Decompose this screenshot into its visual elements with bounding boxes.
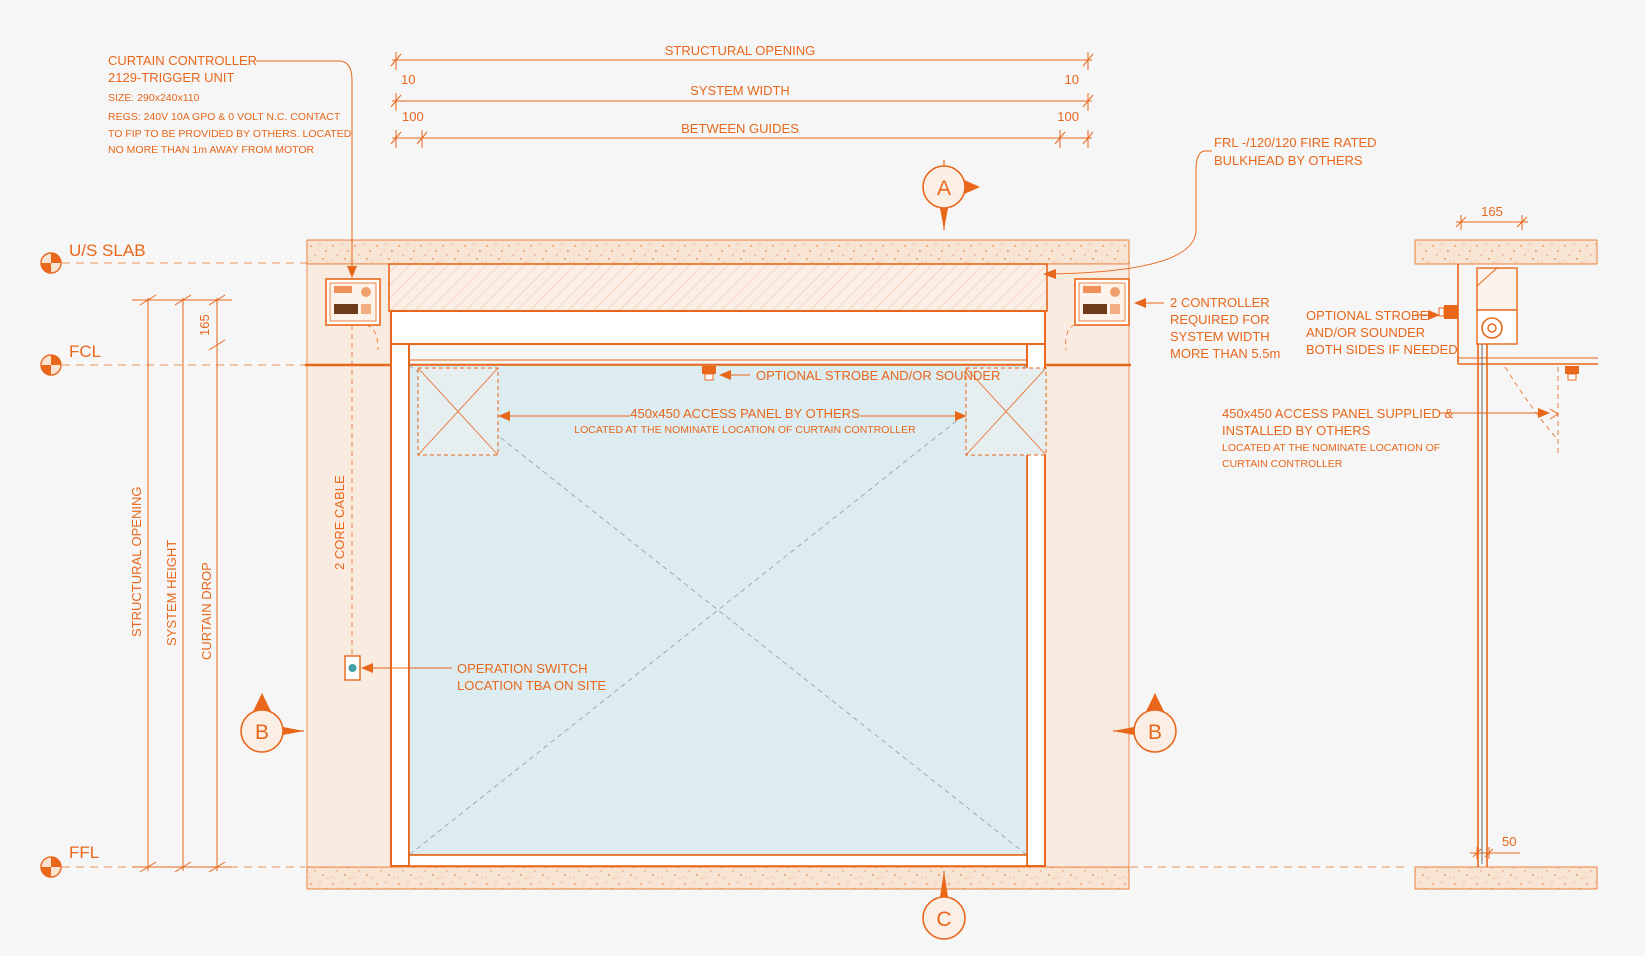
controller-leader	[256, 60, 353, 274]
switch-note-2: LOCATION TBA ON SITE	[457, 678, 606, 693]
section-floor-slab	[1414, 866, 1598, 890]
strobe-side-note-1: OPTIONAL STROBE	[1306, 308, 1429, 323]
access-side-note-4: CURTAIN CONTROLLER	[1222, 458, 1343, 470]
controller-cable-right	[1065, 324, 1076, 351]
cable-label: 2 CORE CABLE	[332, 475, 347, 570]
section-strobe-icon	[1438, 305, 1458, 319]
two-controller-note-3: SYSTEM WIDTH	[1170, 329, 1270, 344]
section-access-panel-swing	[1504, 366, 1559, 456]
access-side-note-3: LOCATED AT THE NOMINATE LOCATION OF	[1222, 442, 1440, 454]
curtain-controller-right	[1074, 278, 1130, 326]
section-marker-a-label: A	[937, 177, 951, 200]
ffl-level-label: FFL	[69, 843, 99, 862]
between-guides-dimension	[390, 130, 1094, 148]
system-width-right-value: 100	[1057, 109, 1079, 124]
bottom-bar	[408, 854, 1028, 867]
vertical-dimensions	[132, 294, 232, 873]
strobe-side-note-3: BOTH SIDES IF NEEDED	[1306, 342, 1458, 357]
ffl-level-symbol	[40, 856, 62, 878]
strobe-side-note-2: AND/OR SOUNDER	[1306, 325, 1425, 340]
section-165-dimension	[1455, 215, 1528, 230]
switch-note-1: OPERATION SWITCH	[457, 661, 587, 676]
controller-size: SIZE: 290x240x110	[108, 92, 200, 104]
strobe-front-note: OPTIONAL STROBE AND/OR SOUNDER	[756, 368, 1000, 383]
operation-switch-icon	[344, 655, 361, 681]
slab-level-label: U/S SLAB	[69, 241, 146, 260]
section-top-slab	[1414, 239, 1598, 265]
head-165-dimension-label: 165	[197, 314, 212, 336]
section-50-dimension	[1470, 847, 1520, 859]
controller-cable-left	[365, 324, 379, 351]
section-marker-c	[922, 871, 966, 940]
section-headbox	[1457, 264, 1598, 365]
two-controller-note-1: 2 CONTROLLER	[1170, 295, 1270, 310]
section-marker-b-right	[1113, 693, 1177, 753]
two-controller-note-2: REQUIRED FOR	[1170, 312, 1270, 327]
controller-title-2: 2129-TRIGGER UNIT	[108, 70, 234, 85]
structural-opening-label: STRUCTURAL OPENING	[665, 43, 815, 58]
controller-regs-1: REGS: 240V 10A GPO & 0 VOLT N.C. CONTACT	[108, 111, 341, 123]
between-guides-label: BETWEEN GUIDES	[681, 121, 799, 136]
section-165-label: 165	[1481, 204, 1503, 219]
controller-title-1: CURTAIN CONTROLLER	[108, 53, 257, 68]
left-wall	[306, 263, 392, 868]
access-side-note-2: INSTALLED BY OTHERS	[1222, 423, 1371, 438]
fire-rated-bulkhead	[388, 263, 1048, 312]
system-width-dimension	[390, 93, 1094, 111]
curtain-headbox	[390, 310, 1046, 345]
access-panel-front-note-1: 450x450 ACCESS PANEL BY OTHERS	[630, 406, 860, 421]
system-width-label: SYSTEM WIDTH	[690, 83, 790, 98]
section-marker-b-left-label: B	[255, 721, 269, 744]
access-panel-right	[965, 367, 1047, 456]
section-marker-b-right-label: B	[1148, 721, 1162, 744]
bulkhead-note-1: FRL -/120/120 FIRE RATED	[1214, 135, 1377, 150]
section-curtain-rail	[1477, 344, 1488, 867]
slab-level-symbol	[40, 252, 62, 274]
fcl-level-symbol	[40, 354, 62, 376]
access-panel-left	[417, 367, 499, 456]
access-panel-front-note-2: LOCATED AT THE NOMINATE LOCATION OF CURT…	[574, 424, 916, 436]
right-wall	[1044, 263, 1130, 868]
top-slab	[306, 239, 1130, 265]
section-strobe-icon-right	[1565, 366, 1579, 381]
left-guide-rail	[390, 343, 410, 867]
v-system-height-label: SYSTEM HEIGHT	[164, 540, 179, 646]
two-controller-note-4: MORE THAN 5.5m	[1170, 346, 1280, 361]
access-side-note-1: 450x450 ACCESS PANEL SUPPLIED &	[1222, 406, 1454, 421]
controller-regs-2: TO FIP TO BE PROVIDED BY OTHERS. LOCATED	[108, 128, 352, 140]
controller-regs-3: NO MORE THAN 1m AWAY FROM MOTOR	[108, 144, 315, 156]
bulkhead-leader	[1047, 150, 1212, 275]
structural-opening-right-value: 10	[1065, 72, 1079, 87]
section-marker-c-label: C	[936, 908, 951, 931]
v-curtain-drop-label: CURTAIN DROP	[199, 562, 214, 660]
section-50-label: 50	[1502, 834, 1516, 849]
fcl-level-label: FCL	[69, 342, 101, 361]
v-structural-opening-label: STRUCTURAL OPENING	[129, 487, 144, 637]
floor-slab	[306, 866, 1130, 890]
structural-opening-left-value: 10	[401, 72, 415, 87]
curtain-controller-left	[325, 278, 381, 326]
strobe-sounder-icon	[702, 366, 716, 381]
structural-opening-dimension	[390, 52, 1094, 70]
bulkhead-note-2: BULKHEAD BY OTHERS	[1214, 153, 1363, 168]
section-marker-b-left	[240, 693, 304, 753]
system-width-left-value: 100	[402, 109, 424, 124]
section-marker-a	[922, 160, 980, 230]
